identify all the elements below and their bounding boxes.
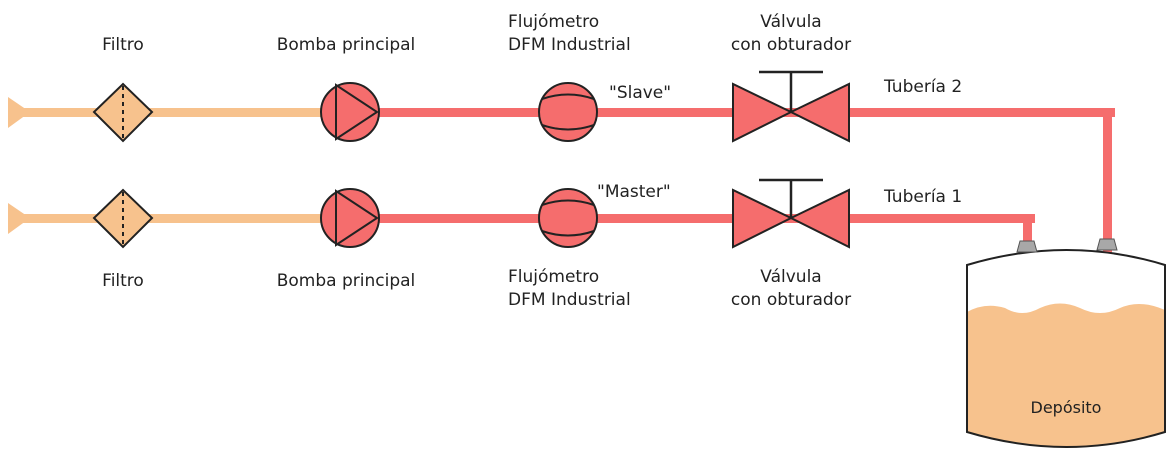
pump-bottom-label: Bomba principal bbox=[277, 271, 416, 291]
inlet-arrow-line-2 bbox=[8, 97, 30, 128]
filter-line-2 bbox=[92, 82, 154, 143]
valve-bottom-label-line2: con obturador bbox=[731, 290, 851, 310]
pump-line-1 bbox=[320, 188, 380, 248]
outlet-pipe-line-1 bbox=[375, 214, 1035, 223]
filter-bottom-label: Filtro bbox=[102, 271, 144, 291]
pump-top-label: Bomba principal bbox=[277, 35, 416, 55]
inlet-pipe-line-1 bbox=[10, 214, 325, 223]
outlet-pipe-line-2-down bbox=[1103, 108, 1112, 273]
flowmeter-top-label-line2: DFM Industrial bbox=[508, 35, 631, 55]
pump-line-2 bbox=[320, 82, 380, 142]
inlet-pipe-line-2 bbox=[10, 108, 325, 117]
filter-line-1 bbox=[92, 188, 154, 249]
tank bbox=[966, 238, 1166, 448]
tank-liquid bbox=[967, 303, 1165, 447]
flowmeter-bottom-label-line2: DFM Industrial bbox=[508, 290, 631, 310]
pipe-2-label: Tubería 2 bbox=[883, 77, 962, 97]
flowmeter-line-1 bbox=[538, 188, 598, 248]
tank-inlet-cap-1 bbox=[1016, 240, 1038, 253]
valve-line-1 bbox=[732, 178, 850, 249]
filter-top-label: Filtro bbox=[102, 35, 144, 55]
flowmeter-top-label-line1: Flujómetro bbox=[508, 12, 599, 32]
valve-line-2 bbox=[732, 70, 850, 143]
pipe-1-label: Tubería 1 bbox=[883, 187, 962, 207]
flowmeter-line-2 bbox=[538, 82, 598, 142]
slave-tag: "Slave" bbox=[609, 83, 671, 103]
inlet-arrow-line-1 bbox=[8, 203, 30, 234]
valve-top-label-line2: con obturador bbox=[731, 35, 851, 55]
tank-label: Depósito bbox=[1031, 398, 1102, 417]
flowmeter-bottom-label-line1: Flujómetro bbox=[508, 267, 599, 287]
tank-inlet-cap-2 bbox=[1096, 238, 1118, 251]
valve-bottom-label-line1: Válvula bbox=[760, 267, 821, 287]
valve-top-label-line1: Válvula bbox=[760, 12, 821, 32]
master-tag: "Master" bbox=[597, 182, 671, 202]
